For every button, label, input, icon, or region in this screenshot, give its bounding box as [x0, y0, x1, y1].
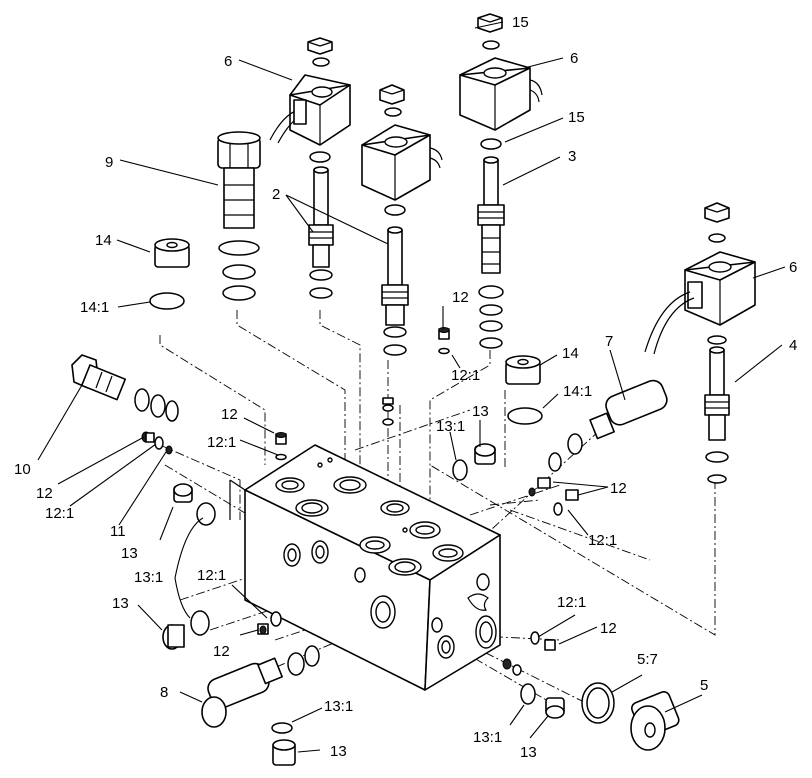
fittings-right [452, 433, 583, 719]
relief-valve-10 [71, 354, 179, 422]
solenoid-coil-6-right [459, 13, 543, 131]
callout-9: 9 [105, 154, 113, 171]
cartridge-valve-9 [217, 131, 261, 301]
callout-15-top: 15 [512, 14, 529, 31]
callout-2: 2 [272, 186, 280, 203]
callout-14-1-left: 14:1 [80, 299, 109, 316]
callout-12-1-top-center: 12:1 [451, 367, 480, 384]
callout-12-left: 12 [36, 485, 53, 502]
fittings-left [141, 431, 320, 766]
plug-14-right [505, 355, 543, 425]
callout-13-left: 13 [121, 545, 138, 562]
callout-10: 10 [14, 461, 31, 478]
callout-6-left: 6 [224, 53, 232, 70]
callout-12-1-left: 12:1 [45, 505, 74, 522]
callout-7: 7 [605, 333, 613, 350]
callout-15-mid: 15 [568, 109, 585, 126]
fittings-center [275, 327, 450, 461]
relief-valve-7 [589, 379, 668, 440]
callout-6-right: 6 [570, 50, 578, 67]
solenoid-tube-4 [704, 335, 730, 484]
callout-3: 3 [568, 148, 576, 165]
callout-11: 11 [110, 523, 126, 540]
callout-12-1-right: 12:1 [588, 532, 617, 549]
callout-13-1-bottom: 13:1 [324, 698, 353, 715]
solenoid-tube-2-left [308, 151, 334, 299]
callout-13-1-center: 13:1 [436, 418, 465, 435]
callout-6-far-right: 6 [789, 259, 797, 276]
callout-12-center-left: 12 [221, 406, 238, 423]
leader-lines [37, 21, 786, 753]
callout-12-lower-left: 12 [213, 643, 230, 660]
solenoid-tube-2-center [381, 204, 409, 356]
callout-5-7: 5:7 [637, 651, 658, 668]
manifold-block [229, 444, 501, 691]
solenoid-coil-6-center [361, 84, 443, 201]
callout-14-left: 14 [95, 232, 112, 249]
callout-12-1-lower-right: 12:1 [557, 594, 586, 611]
callout-13-bottom-right: 13 [520, 744, 537, 761]
plug-5 [581, 682, 680, 751]
callout-8: 8 [160, 684, 168, 701]
callout-14-1-right: 14:1 [563, 383, 592, 400]
callout-13-bottom: 13 [330, 743, 347, 760]
callout-12-right: 12 [610, 480, 627, 497]
callout-13-center: 13 [472, 403, 489, 420]
callout-labels: 15 6 6 15 9 3 2 14 6 14:1 12 14 7 12:1 4… [14, 14, 797, 761]
solenoid-coil-6-far-right [644, 202, 756, 355]
plug-14-left [149, 238, 190, 310]
callout-14-right: 14 [562, 345, 579, 362]
callout-12-1-center-left: 12:1 [207, 434, 236, 451]
relief-valve-8 [201, 657, 283, 728]
callout-13-1-left: 13:1 [134, 569, 163, 586]
callout-12-1-lower-left: 12:1 [197, 567, 226, 584]
callout-12-lower-right: 12 [600, 620, 617, 637]
solenoid-tube-3 [477, 138, 505, 349]
callout-4: 4 [789, 337, 797, 354]
callout-13-1-bottom-right: 13:1 [473, 729, 502, 746]
callout-5: 5 [700, 677, 708, 694]
solenoid-coil-6-left [269, 37, 351, 146]
callout-13-lower-left: 13 [112, 595, 129, 612]
callout-12-top-center: 12 [452, 289, 469, 306]
